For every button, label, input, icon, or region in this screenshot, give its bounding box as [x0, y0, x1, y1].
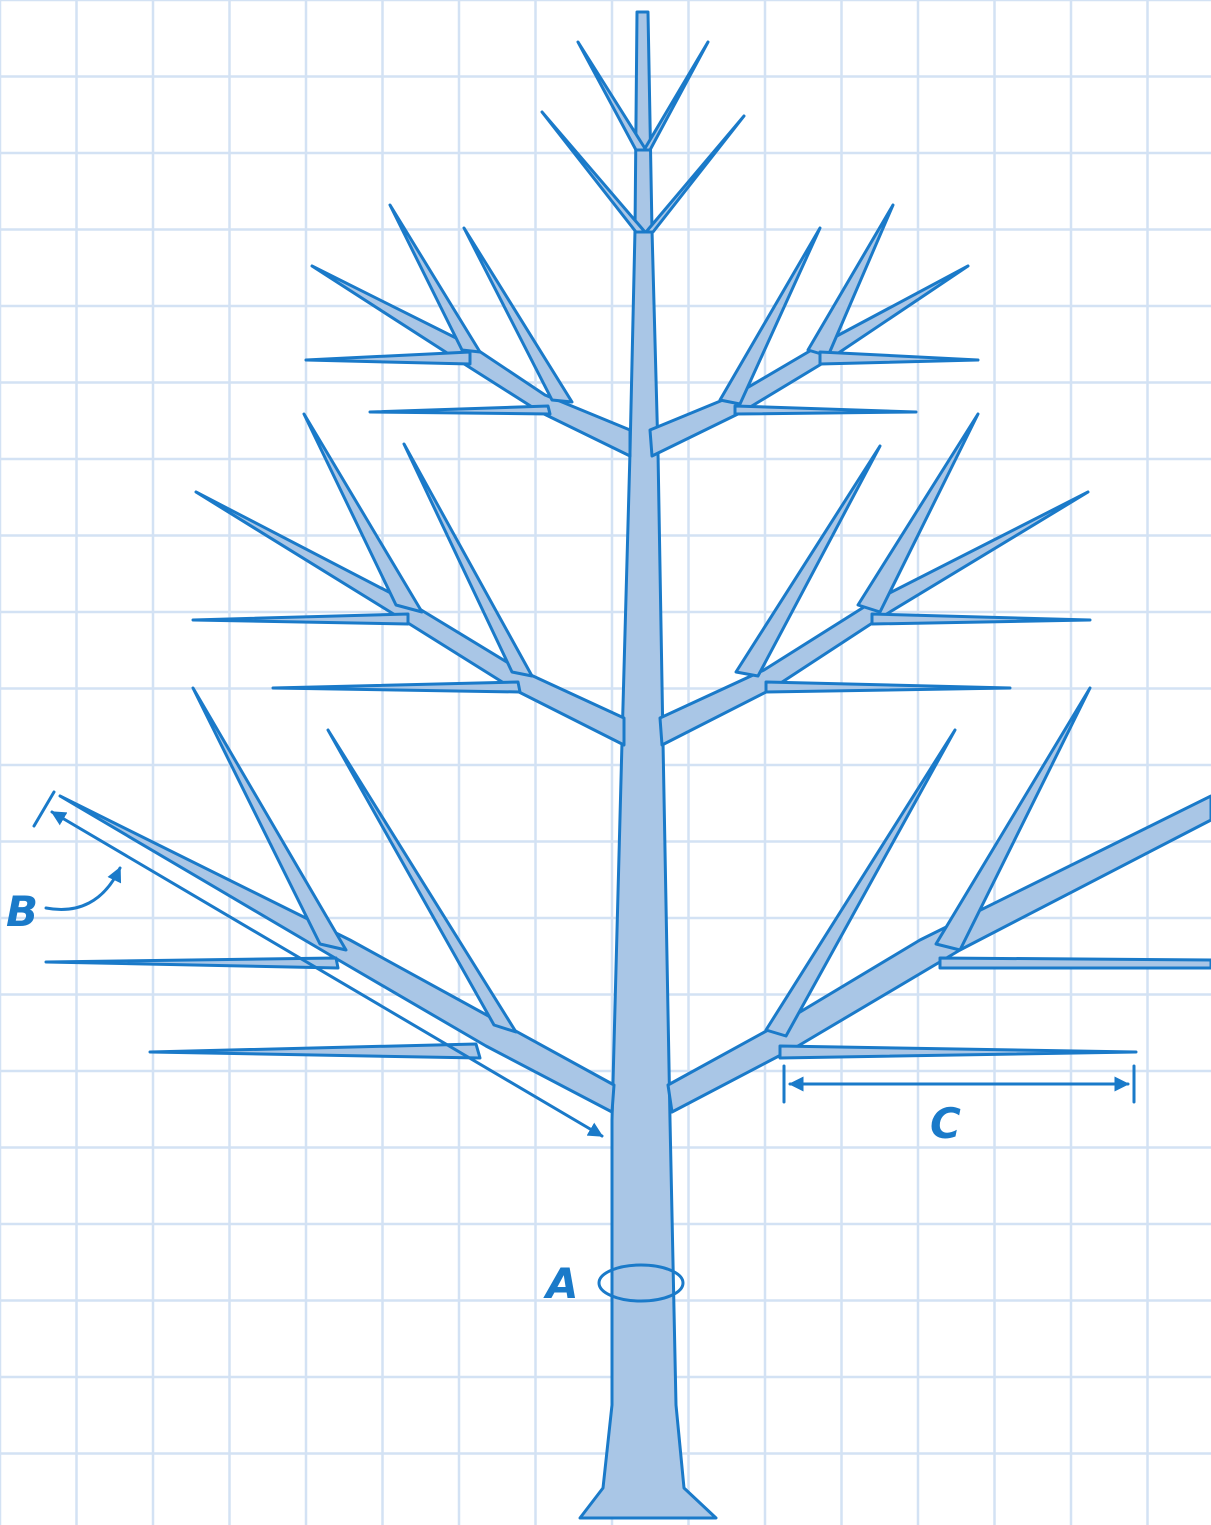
label-a: A [543, 1259, 579, 1308]
limb-upper-right-3 [818, 350, 980, 366]
scaffold-lower-right [666, 794, 1211, 1114]
branch-top-left [576, 40, 648, 152]
limb-middle-left-3 [191, 612, 410, 626]
label-b-leader [44, 866, 122, 911]
limb-lower-right-3 [938, 956, 1211, 970]
limb-lower-right-4 [778, 1044, 1138, 1060]
branch-top-right-2 [644, 114, 746, 234]
limb-lower-left-3 [44, 956, 340, 970]
label-c: C [930, 1099, 961, 1148]
limb-lower-right-2 [764, 728, 957, 1038]
scaffold-lower-left [58, 794, 616, 1114]
limb-lower-right-1 [934, 686, 1092, 952]
branch-top-right [642, 40, 710, 152]
limb-upper-left-4 [368, 404, 552, 416]
limb-upper-left-2 [462, 226, 574, 404]
limb-lower-left-4 [148, 1042, 482, 1060]
branch-top-left-2 [540, 110, 647, 234]
limb-middle-left-4 [271, 680, 522, 694]
limb-middle-right-4 [764, 680, 1012, 694]
limb-upper-right-4 [733, 404, 918, 416]
limb-middle-left-2 [402, 442, 534, 678]
limb-upper-right-2 [718, 226, 822, 406]
label-b: B [6, 887, 38, 936]
trunk-girth-ellipse [597, 1263, 685, 1303]
limb-upper-right-1 [806, 203, 895, 358]
limb-middle-right-1 [856, 412, 980, 614]
dimension-b-arrow [50, 810, 604, 1138]
limb-upper-left-3 [304, 350, 472, 366]
limb-middle-left-1 [302, 412, 424, 614]
limb-middle-right-3 [870, 612, 1092, 626]
trunk [578, 10, 718, 1520]
annotations [32, 790, 1136, 1303]
limb-middle-right-2 [734, 444, 882, 678]
dimension-b-extension [32, 790, 56, 828]
